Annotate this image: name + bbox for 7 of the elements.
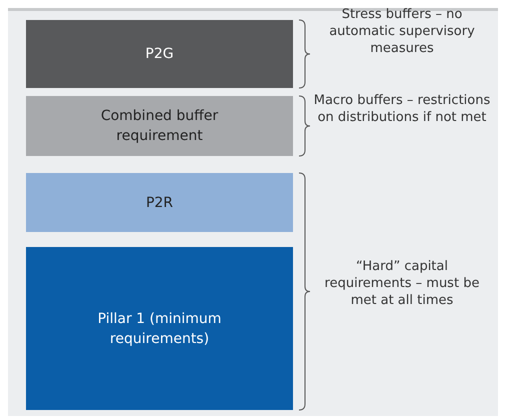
capital-block: P2R: [26, 173, 293, 232]
annotation-text: Stress buffers – no automatic supervisory measures: [328, 6, 476, 57]
capital-block: Combined buffer requirement: [26, 96, 293, 156]
annotation-text: “Hard” capital requirements – must be met at all times: [324, 258, 480, 308]
capital-block: Pillar 1 (minimum requirements): [26, 247, 293, 410]
annotation-text: Macro buffers – restrictions on distributions if not met: [312, 92, 492, 126]
capital-block: P2G: [26, 20, 293, 88]
